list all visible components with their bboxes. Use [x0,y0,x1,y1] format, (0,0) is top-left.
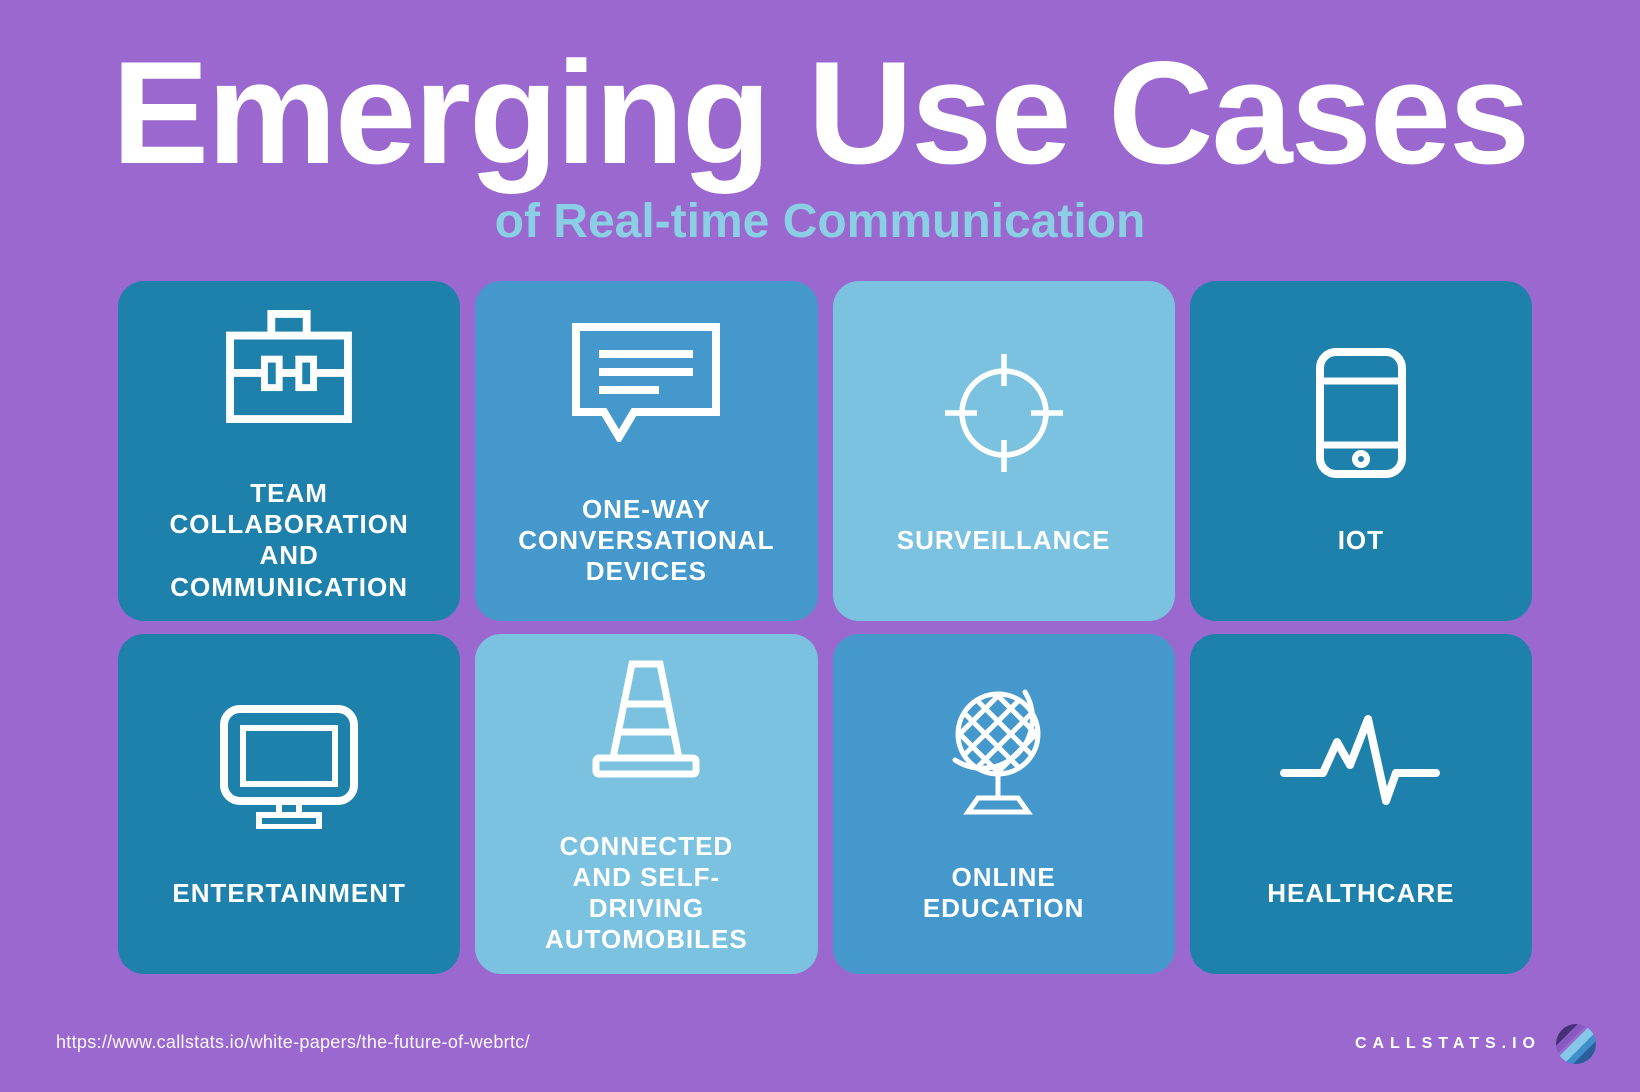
traffic-cone-icon [576,652,716,787]
source-url: https://www.callstats.io/white-papers/th… [56,1032,530,1052]
card-team-collaboration: TEAM COLLABORATION AND COMMUNICATION [118,281,461,621]
brand-lockup: CALLSTATS.IO [1355,1024,1596,1064]
smartphone-icon [1315,346,1407,481]
heartbeat-icon [1278,699,1443,834]
card-surveillance: SURVEILLANCE [832,281,1175,621]
briefcase-icon [225,299,353,434]
crosshair-icon [939,346,1069,481]
card-label: HEALTHCARE [1267,877,1455,908]
card-online-education: ONLINE EDUCATION [832,633,1175,974]
card-healthcare: HEALTHCARE [1189,633,1532,974]
page-title: Emerging Use Cases [111,31,1531,194]
card-label: ONE-WAY CONVERSATIONAL DEVICES [518,493,775,586]
card-label: ENTERTAINMENT [172,877,406,908]
callstats-logo-icon [1556,1024,1596,1064]
card-label: TEAM COLLABORATION AND COMMUNICATION [169,478,409,602]
card-iot: IOT [1189,281,1532,621]
card-one-way-devices: ONE-WAY CONVERSATIONAL DEVICES [475,281,818,621]
card-label: IOT [1337,524,1385,555]
desk-globe-icon [934,683,1074,818]
card-automobiles: CONNECTED AND SELF-DRIVING AUTOMOBILES [475,633,818,974]
card-label: SURVEILLANCE [896,524,1111,555]
page-subtitle: of Real-time Communication [494,195,1146,248]
use-case-grid: TEAM COLLABORATION AND COMMUNICATION ONE… [118,281,1532,974]
card-label: CONNECTED AND SELF-DRIVING AUTOMOBILES [545,830,748,955]
monitor-icon [219,699,359,834]
chat-bubble-icon [571,315,721,450]
brand-name: CALLSTATS.IO [1354,1035,1541,1052]
card-label: ONLINE EDUCATION [922,861,1085,924]
card-entertainment: ENTERTAINMENT [118,633,461,974]
